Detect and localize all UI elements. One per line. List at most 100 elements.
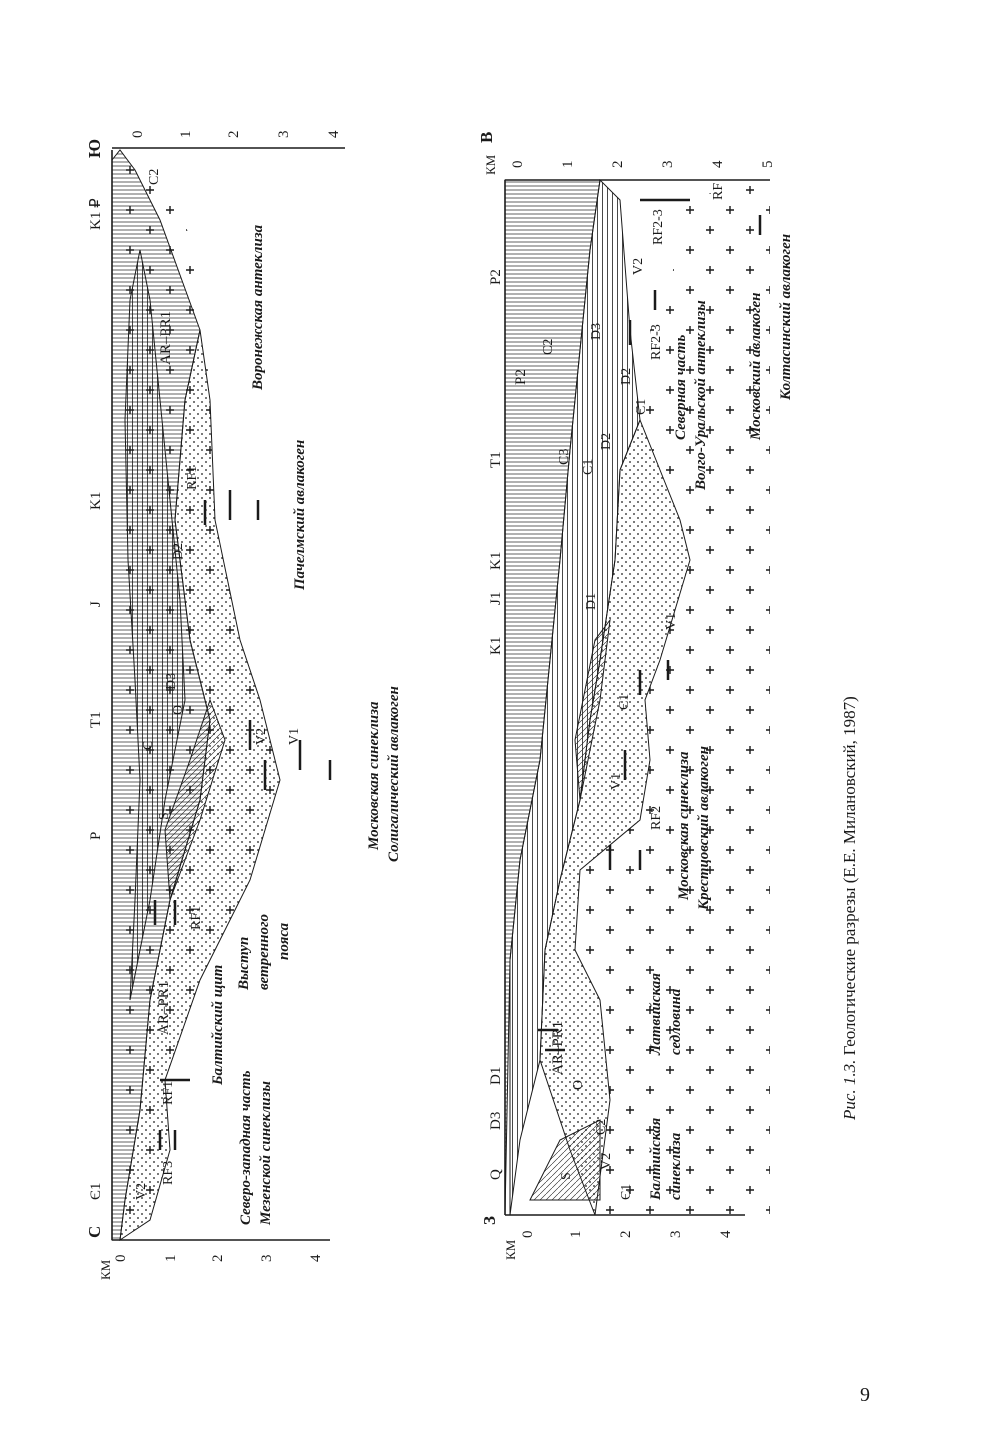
- lower-unit-17: D3: [589, 323, 604, 340]
- lower-region-9: Колтасинский авлакоген: [778, 234, 794, 401]
- lower-top-label-0: Q: [488, 1169, 504, 1180]
- lower-unit-0: S: [559, 1172, 574, 1180]
- lower-faults: [538, 198, 762, 1052]
- upper-unit-6: O: [171, 705, 186, 715]
- lower-unit-4: O: [571, 1080, 586, 1090]
- lower-region-0: Балтийская: [648, 1118, 664, 1201]
- upper-depth-ticks-right: 0 1 2 3 4: [130, 130, 342, 138]
- lower-left-tick-0: 0: [520, 1231, 536, 1239]
- lower-top-label-2: D1: [488, 1067, 504, 1085]
- lower-left-tick-3: 3: [668, 1231, 684, 1239]
- upper-vertical-layer: [124, 249, 186, 1001]
- lower-top-label-5: K1: [488, 552, 504, 570]
- lower-right-tick-1: 1: [560, 161, 576, 169]
- lower-left-tick-2: 2: [618, 1231, 634, 1239]
- lower-section: 0 1 2 3 4 КМ 0 1 2 3 4 5 КМ З В Q D3 D1 …: [477, 132, 794, 1260]
- lower-unit-15: D2: [619, 368, 634, 385]
- upper-region-9: Воронежская антеклиза: [250, 224, 266, 391]
- upper-unit-5: S: [157, 812, 172, 820]
- lower-diagonal-layer-2: [574, 618, 611, 801]
- lower-region-5: Крестцовский авлакоген: [696, 746, 712, 911]
- upper-region-5: пояса: [276, 922, 292, 960]
- upper-unit-4: RF1: [189, 906, 204, 930]
- upper-end-end: Ю: [85, 139, 104, 158]
- lower-right-tick-2: 2: [610, 161, 626, 169]
- lower-unit-labels: S Є2 Є1 V2 O AR–PR1 RF2 V1 Є1 D1 V1 C1 C…: [541, 183, 726, 1200]
- figure-caption: Рис. 1.3. Геологические разрезы (Е.Е. Ми…: [840, 696, 860, 1120]
- upper-depth-ticks-left: 0 1 2 3 4 КМ: [98, 1254, 324, 1280]
- upper-region-7: Солигалический авлакоген: [386, 686, 402, 862]
- upper-right-tick-0: 0: [130, 131, 146, 139]
- upper-unit-9: D2: [171, 543, 186, 560]
- upper-unit-labels: V2 RF3 RF1 AR–PR1 RF1 S O C D3 D2 V2 V1 …: [134, 169, 302, 1200]
- lower-unit-2: Є1: [619, 1184, 634, 1200]
- upper-left-axis-unit: КМ: [98, 1259, 113, 1280]
- upper-left-tick-4: 4: [308, 1254, 324, 1262]
- lower-region-6: Северная часть: [673, 335, 689, 440]
- lower-diagonal-layer: [529, 1119, 601, 1201]
- lower-region-1: синеклиза: [668, 1132, 684, 1200]
- upper-unit-2: RF1: [161, 1081, 176, 1105]
- upper-left-tick-3: 3: [259, 1255, 275, 1263]
- upper-unit-0: V2: [134, 1183, 149, 1200]
- caption-prefix: Рис. 1.3.: [840, 1059, 859, 1120]
- lower-unit-21: RF: [711, 183, 726, 200]
- upper-unit-11: V1: [287, 728, 302, 745]
- lower-unit-5: AR–PR1: [550, 1021, 566, 1075]
- lower-unit-9: D1: [584, 593, 599, 610]
- lower-depth-ticks-right: 0 1 2 3 4 5 КМ: [483, 154, 776, 175]
- lower-left-axis-unit: КМ: [503, 1239, 518, 1260]
- lower-end-end: В: [477, 132, 496, 143]
- upper-left-tick-1: 1: [163, 1255, 179, 1263]
- lower-top-label-7: P2: [488, 269, 504, 285]
- lower-unit-8: Є1: [617, 694, 632, 710]
- upper-region-2: Балтийский щит: [210, 965, 226, 1086]
- lower-unit-3: V2: [599, 1153, 614, 1170]
- upper-left-tick-0: 0: [113, 1255, 129, 1263]
- lower-right-tick-3: 3: [660, 161, 676, 169]
- lower-depth-ticks-left: 0 1 2 3 4 КМ: [503, 1230, 734, 1260]
- lower-basement: [520, 180, 770, 1215]
- lower-top-label-3: K1: [488, 637, 504, 655]
- upper-region-labels: Северо-западная часть Мезенской синеклиз…: [210, 224, 402, 1226]
- upper-unit-3: AR–PR1: [156, 981, 172, 1035]
- upper-section: 0 1 2 3 4 КМ 0 1 2 3 4 С Ю Є1 K1 ₽ P T1 …: [85, 130, 402, 1280]
- upper-unit-7: C: [141, 741, 156, 750]
- upper-region-4: ветренного: [256, 914, 272, 990]
- upper-top-label-3: T1: [88, 711, 104, 728]
- upper-region-6: Московская синеклиза: [366, 701, 382, 851]
- upper-faults: [153, 490, 332, 1150]
- lower-unit-19: V2: [631, 258, 646, 275]
- lower-unit-7: V1: [609, 773, 624, 790]
- lower-unit-14: Є1: [634, 399, 649, 415]
- lower-unit-6: RF2: [649, 806, 664, 830]
- upper-region-3: Выступ: [236, 937, 252, 991]
- upper-top-label-0: Є1: [88, 1183, 104, 1200]
- caption-text: Геологические разрезы (Е.Е. Милановский,…: [840, 696, 859, 1056]
- upper-unit-8: D3: [164, 673, 179, 690]
- upper-right-tick-1: 1: [178, 131, 194, 139]
- lower-region-8: Московский авлакоген: [748, 293, 764, 441]
- lower-top-label-1: D3: [488, 1112, 504, 1130]
- lower-unit-16: C2: [541, 339, 556, 355]
- lower-region-3: седловина: [668, 988, 684, 1055]
- upper-end-start: С: [85, 1226, 104, 1238]
- lower-right-tick-4: 4: [710, 160, 726, 168]
- lower-unit-11: C1: [581, 459, 596, 475]
- upper-diagonal-layer: [164, 698, 226, 901]
- upper-top-label-4: J: [88, 601, 104, 607]
- lower-unit-10: V1: [664, 613, 679, 630]
- upper-unit-14: C2: [147, 169, 162, 185]
- upper-top-labels: Є1 K1 ₽ P T1 J K1: [88, 198, 104, 1200]
- upper-left-tick-2: 2: [210, 1255, 226, 1263]
- upper-right-tick-3: 3: [276, 131, 292, 139]
- upper-unit-13: AR–PR1: [158, 311, 174, 365]
- upper-region-8: Пачелмский авлакоген: [292, 440, 308, 591]
- lower-unit-1: Є2: [594, 1119, 609, 1135]
- lower-region-4: Московская синеклиза: [676, 751, 692, 901]
- lower-right-tick-5: 5: [760, 161, 776, 169]
- lower-top-label-8: P2: [513, 369, 529, 385]
- upper-unit-1: RF3: [161, 1161, 176, 1185]
- lower-top-label-6: T1: [488, 451, 504, 468]
